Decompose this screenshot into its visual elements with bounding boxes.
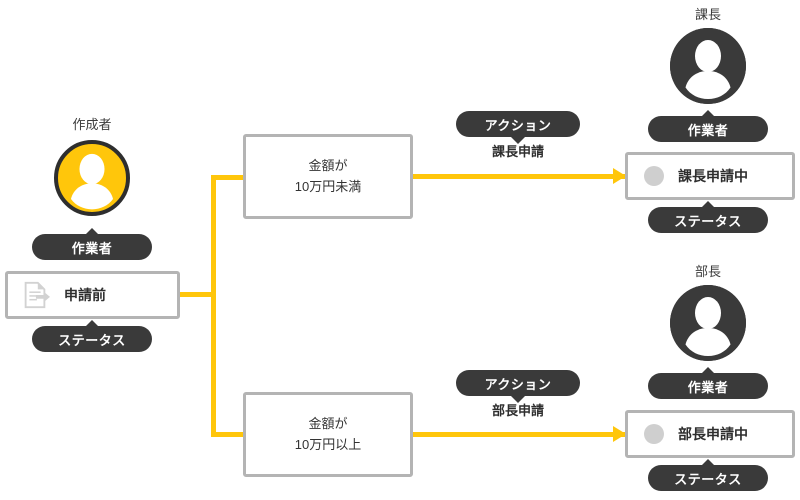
action-pill-lower: アクション: [456, 370, 580, 403]
status-box-department-manager-pending[interactable]: 部長申請中: [625, 410, 795, 458]
gray-circle-icon: [644, 166, 664, 186]
upper-status-pill: ステータス: [648, 201, 768, 233]
lower-status-label: 部長申請中: [678, 426, 748, 442]
condition-upper-line1: 金額が: [308, 158, 348, 174]
condition-box-upper[interactable]: 金額が 10万円未満: [243, 134, 413, 219]
lower-status-pill: ステータス: [648, 459, 768, 491]
branch-upper-arm-wire: [211, 175, 247, 180]
lower-target-role-caption: 部長: [694, 264, 721, 279]
start-status-pill: ステータス: [32, 320, 152, 352]
action-label-upper: 課長申請: [491, 144, 544, 159]
upper-target-role-caption: 課長: [694, 7, 721, 22]
status-box-before-application[interactable]: 申請前: [5, 271, 180, 319]
branch-trunk-wire: [211, 175, 216, 437]
upper-worker-pill: 作業者: [648, 110, 768, 142]
department-manager-avatar: [670, 285, 746, 361]
condition-lower-line2: 10万円以上: [294, 436, 362, 452]
status-box-label: 申請前: [64, 287, 106, 303]
upper-status-label: 課長申請中: [678, 168, 748, 184]
action-arrow-lower: [613, 426, 626, 442]
action-wire-lower: [413, 432, 625, 437]
action-label-lower: 部長申請: [491, 403, 544, 418]
status-box-section-chief-pending[interactable]: 課長申請中: [625, 152, 795, 200]
start-role-caption: 作成者: [72, 117, 112, 132]
condition-box-lower[interactable]: 金額が 10万円以上: [243, 392, 413, 477]
lower-worker-pill: 作業者: [648, 367, 768, 399]
creator-avatar: [54, 140, 130, 216]
action-pill-upper: アクション: [456, 111, 580, 144]
creator-worker-pill: 作業者: [32, 228, 152, 260]
action-wire-upper: [413, 174, 625, 179]
condition-lower-line1: 金額が: [308, 416, 348, 432]
condition-upper-line2: 10万円未満: [294, 178, 362, 194]
action-arrow-upper: [613, 168, 626, 184]
branch-lower-arm-wire: [211, 432, 247, 437]
gray-circle-icon: [644, 424, 664, 444]
document-arrow-icon: [20, 280, 50, 310]
section-chief-avatar: [670, 28, 746, 104]
branch-stub-wire: [180, 292, 216, 297]
